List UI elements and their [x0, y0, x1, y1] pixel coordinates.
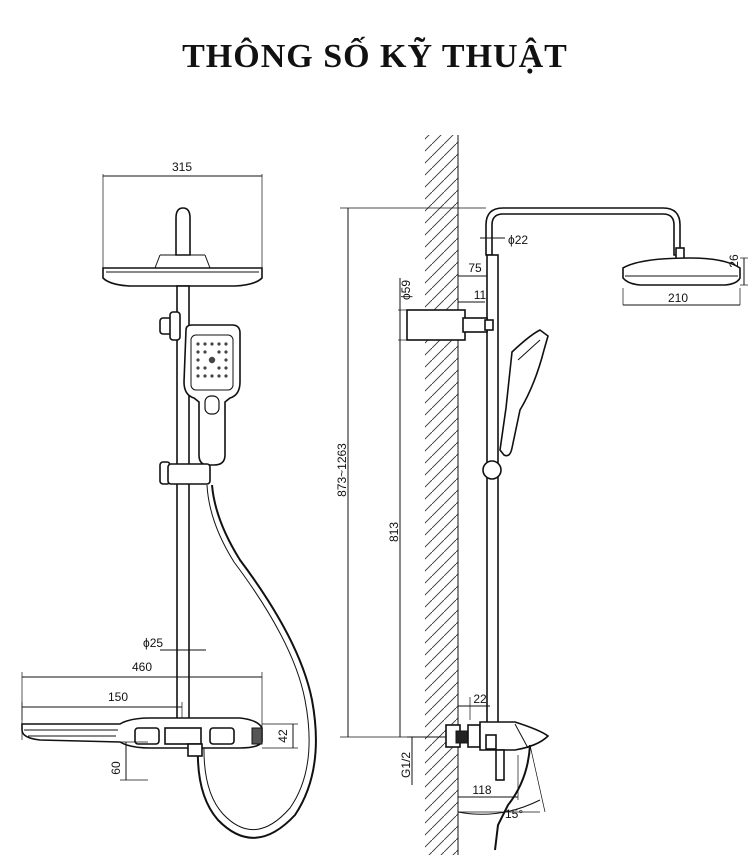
shower-arm — [485, 207, 681, 256]
label-spout-angle: 15° — [505, 807, 523, 821]
label-head-width: 315 — [172, 160, 192, 174]
label-spout-reach: 118 — [472, 783, 491, 797]
label-shelf-width: 460 — [132, 660, 152, 674]
dim-spout-angle: 15° — [457, 744, 546, 821]
label-inlet-thread: G1/2 — [399, 752, 413, 778]
label-head-height: 26 — [727, 254, 741, 268]
hand-shower-button — [204, 395, 220, 415]
spout-outlet — [495, 749, 505, 781]
label-arm-offset: 75 — [468, 261, 482, 275]
label-spout-depth: 60 — [109, 761, 123, 775]
label-inlet-offset: 22 — [473, 692, 487, 706]
dim-head-height: 26 — [727, 254, 748, 286]
dim-bracket-depth: 11 — [458, 288, 487, 303]
dim-pipe-diameter: ϕ22 — [480, 233, 528, 247]
label-body-height: 42 — [276, 729, 290, 743]
mixer-knob-right — [209, 727, 235, 745]
dim-height-range: 873~1263 — [335, 207, 486, 738]
mixer-knob-left — [134, 727, 160, 745]
label-head-diameter: 210 — [668, 291, 688, 305]
dim-spout-reach: 118 — [458, 755, 519, 800]
side-view: ϕ22 26 210 75 — [335, 135, 748, 855]
dim-inlet-thread: G1/2 — [399, 736, 446, 785]
mixer-end-cap — [251, 727, 263, 745]
dim-head-width: 315 — [102, 160, 263, 268]
label-pipe-diameter: ϕ22 — [508, 233, 528, 247]
hose-outlet — [187, 743, 203, 757]
wall-bracket — [406, 309, 466, 341]
hose-side — [494, 744, 531, 851]
spray-nozzles — [196, 342, 228, 378]
shower-head-side — [622, 257, 741, 286]
hand-shower-side — [499, 329, 549, 457]
page-title: THÔNG SỐ KỸ THUẬT — [182, 38, 568, 75]
dim-inlet-offset: 22 — [457, 692, 490, 720]
slide-bracket-side — [482, 460, 502, 480]
label-spout-width: 150 — [108, 690, 128, 704]
label-rod-diameter: ϕ25 — [143, 636, 163, 650]
dim-body-height: 42 — [262, 723, 298, 749]
dim-spout-width: 150 — [21, 690, 183, 720]
shower-hose — [196, 484, 317, 839]
head-connector — [175, 207, 191, 256]
dim-rod-diameter: ϕ25 — [143, 636, 206, 651]
inlet-nut — [455, 730, 469, 744]
dim-bracket-distance: 813 — [387, 340, 401, 737]
label-height-range: 873~1263 — [335, 443, 349, 497]
dim-head-diameter: 210 — [622, 288, 741, 306]
rain-shower-head — [102, 267, 263, 287]
slide-bracket — [167, 463, 211, 485]
label-bracket-depth: 11 — [474, 288, 487, 302]
label-bracket-distance: 813 — [387, 522, 401, 542]
front-view: 315 — [21, 160, 317, 839]
label-bracket-diameter: ϕ59 — [399, 280, 413, 300]
dim-bracket-diameter: ϕ59 — [398, 278, 413, 341]
mixer-side — [479, 721, 550, 751]
dim-spout-depth: 60 — [109, 741, 148, 781]
